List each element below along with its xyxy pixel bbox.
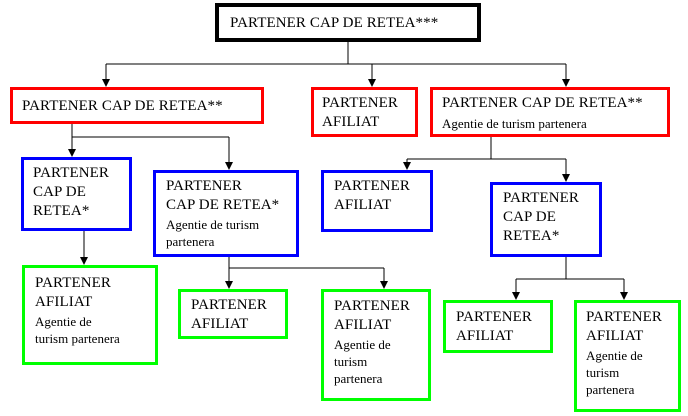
node-l3-d: PARTENER CAP DE RETEA* [490, 182, 602, 257]
node-root-title: PARTENER CAP DE RETEA*** [230, 15, 439, 31]
node-l2-mid: PARTENER AFILIAT [311, 87, 418, 137]
node-l4-a: PARTENER AFILIAT Agentie de turism parte… [22, 265, 158, 365]
node-l4-e: PARTENER AFILIAT Agentie de turism parte… [574, 300, 681, 412]
node-l4-a-title: PARTENER AFILIAT [35, 275, 112, 310]
node-l2-right-title: PARTENER CAP DE RETEA** [442, 95, 643, 111]
node-l4-c: PARTENER AFILIAT Agentie de turism parte… [321, 289, 431, 401]
node-l2-right-sub: Agentie de turism partenera [442, 116, 587, 131]
node-l4-c-sub: Agentie de turism partenera [334, 337, 391, 386]
node-l4-a-sub: Agentie de turism partenera [35, 314, 120, 346]
node-l3-b-sub: Agentie de turism partenera [166, 217, 260, 249]
node-l3-b: PARTENER CAP DE RETEA* Agentie de turism… [153, 170, 299, 257]
node-l4-d-title: PARTENER AFILIAT [456, 309, 533, 344]
node-l3-c: PARTENER AFILIAT [321, 170, 433, 232]
node-l3-c-title: PARTENER AFILIAT [334, 178, 411, 213]
node-root: PARTENER CAP DE RETEA*** [215, 3, 481, 42]
node-l4-d: PARTENER AFILIAT [443, 300, 553, 353]
node-l3-b-title: PARTENER CAP DE RETEA* [166, 178, 280, 213]
node-l4-c-title: PARTENER AFILIAT [334, 298, 411, 333]
node-l2-left-title: PARTENER CAP DE RETEA** [22, 98, 223, 114]
node-l3-a: PARTENER CAP DE RETEA* [21, 157, 132, 231]
node-l4-b: PARTENER AFILIAT [178, 289, 288, 339]
node-l3-d-title: PARTENER CAP DE RETEA* [503, 190, 580, 244]
node-l4-e-sub: Agentie de turism partenera [586, 348, 643, 397]
node-l2-mid-title: PARTENER AFILIAT [322, 95, 399, 130]
node-l2-left: PARTENER CAP DE RETEA** [10, 87, 264, 124]
node-l2-right: PARTENER CAP DE RETEA** Agentie de turis… [430, 87, 670, 137]
node-l4-b-title: PARTENER AFILIAT [191, 297, 268, 332]
node-l4-e-title: PARTENER AFILIAT [586, 309, 663, 344]
node-l3-a-title: PARTENER CAP DE RETEA* [33, 165, 110, 219]
